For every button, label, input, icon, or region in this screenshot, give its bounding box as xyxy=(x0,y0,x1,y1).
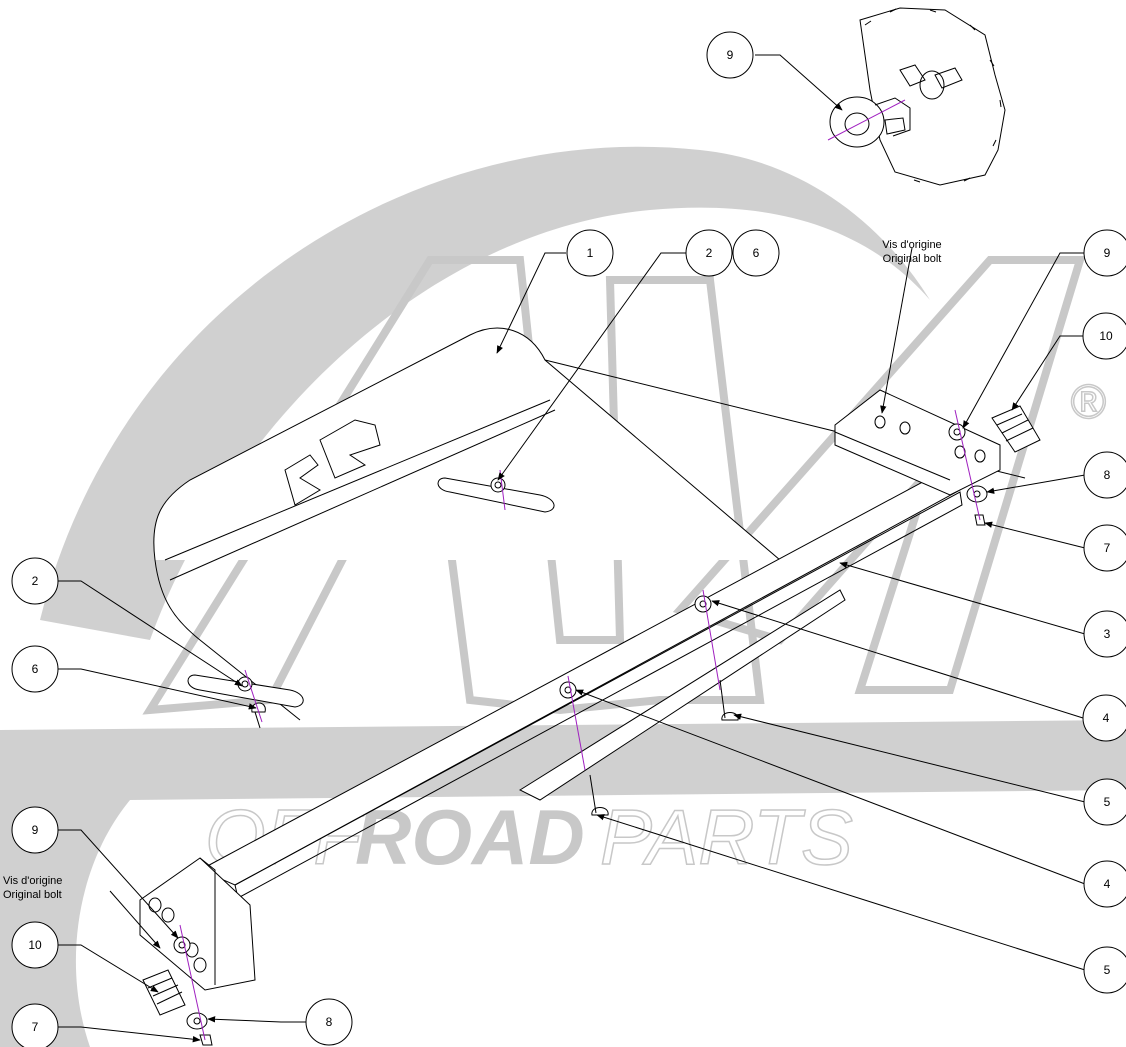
note-fr-left: Vis d'origine xyxy=(3,875,62,887)
svg-text:6: 6 xyxy=(753,246,760,260)
svg-text:1: 1 xyxy=(587,246,594,260)
svg-text:8: 8 xyxy=(326,1015,333,1029)
svg-text:10: 10 xyxy=(1099,329,1113,343)
rail-crossmember xyxy=(139,389,1001,991)
svg-text:4: 4 xyxy=(1103,711,1110,725)
balloon-10-right: 10 xyxy=(1082,312,1126,360)
hardware xyxy=(142,405,1041,1046)
watermark-road: ROAD xyxy=(355,793,585,881)
svg-text:8: 8 xyxy=(1104,468,1111,482)
svg-text:5: 5 xyxy=(1104,795,1111,809)
balloon-3: 3 xyxy=(1083,610,1126,658)
balloon-5-upper: 5 xyxy=(1083,778,1126,826)
note-en-left: Original bolt xyxy=(3,889,62,901)
svg-text:4: 4 xyxy=(1104,877,1111,891)
balloon-9-left: 9 xyxy=(11,806,59,854)
balloon-8-left: 8 xyxy=(305,998,353,1046)
balloon-6-top: 6 xyxy=(732,229,780,277)
balloon-7-left: 7 xyxy=(11,1003,59,1047)
balloon-9-right: 9 xyxy=(1083,229,1126,277)
svg-text:6: 6 xyxy=(32,662,39,676)
svg-text:5: 5 xyxy=(1104,963,1111,977)
watermark-registered-mark: ® xyxy=(1070,376,1106,429)
note-fr-right: Vis d'origine xyxy=(882,239,941,251)
note-en-right: Original bolt xyxy=(883,253,942,265)
svg-text:9: 9 xyxy=(32,823,39,837)
balloon-9-top: 9 xyxy=(706,31,754,79)
svg-text:7: 7 xyxy=(1104,541,1111,555)
svg-text:9: 9 xyxy=(1104,246,1111,260)
note-original-bolt-right: Vis d'origine Original bolt xyxy=(882,239,941,265)
balloon-5-lower: 5 xyxy=(1083,946,1126,994)
balloon-6-left: 6 xyxy=(11,645,59,693)
assembly-axes xyxy=(179,99,981,1041)
balloon-2-top: 2 xyxy=(685,229,733,277)
watermark-swoosh-upper xyxy=(40,146,930,640)
note-original-bolt-left: Vis d'origine Original bolt xyxy=(3,875,62,901)
balloon-1: 1 xyxy=(566,229,614,277)
skid-plate xyxy=(153,327,1026,721)
balloon-7-right: 7 xyxy=(1083,524,1126,572)
balloon-2-left: 2 xyxy=(11,557,59,605)
svg-text:3: 3 xyxy=(1104,627,1111,641)
svg-text:2: 2 xyxy=(706,246,713,260)
callout-balloons: 9 1 2 6 9 10 8 7 xyxy=(11,31,1126,1047)
balloon-10-left: 10 xyxy=(11,921,59,969)
svg-text:2: 2 xyxy=(32,574,39,588)
balloon-8-right: 8 xyxy=(1083,451,1126,499)
watermark-parts: PARTS xyxy=(600,793,853,881)
sprocket-detail xyxy=(829,7,1006,186)
svg-text:9: 9 xyxy=(727,48,734,62)
svg-text:7: 7 xyxy=(32,1020,39,1034)
svg-text:10: 10 xyxy=(28,938,42,952)
parts-linework xyxy=(139,7,1041,1046)
balloon-4-lower: 4 xyxy=(1083,860,1126,908)
leader-lines xyxy=(58,54,1086,1043)
balloon-4-upper: 4 xyxy=(1082,694,1126,742)
